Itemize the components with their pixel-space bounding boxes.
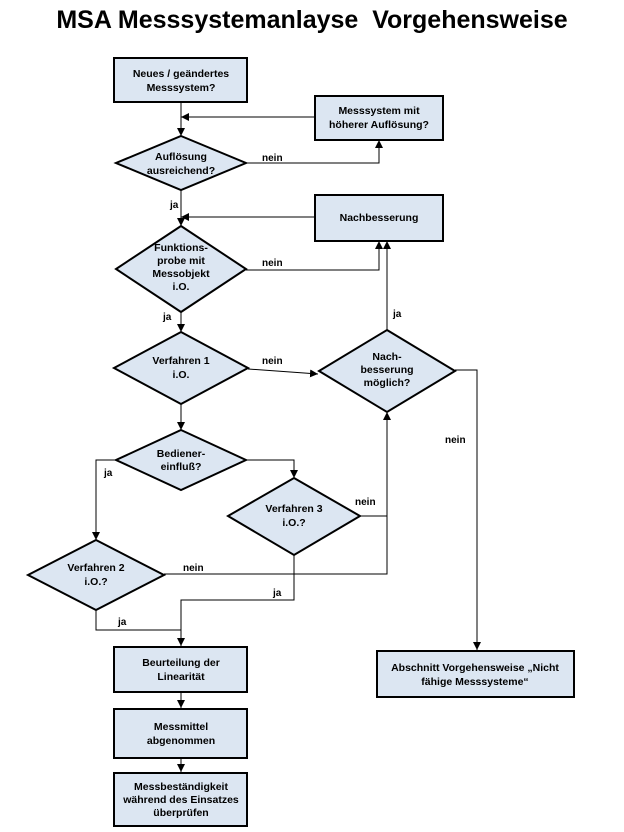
edge-bed-v3	[246, 459, 298, 478]
edge-label-v2-nein: nein	[183, 563, 204, 574]
edge-nach-nein	[455, 369, 481, 650]
edge-aufl-nein	[246, 140, 383, 164]
edge-label-v2-ja: ja	[117, 617, 127, 628]
node-verfahren-3: Verfahren 3 i.O.?	[226, 476, 362, 557]
edge-label-nach-nein: nein	[445, 435, 466, 446]
edge-label-aufl-nein: nein	[262, 153, 283, 164]
node-label: Messsystem mit	[338, 105, 420, 117]
edge-label-funk-ja: ja	[162, 312, 172, 323]
edge-label-v3-nein: nein	[355, 497, 376, 508]
edge-label-v1-nein: nein	[262, 356, 283, 367]
node-bedienereinfluss: Bediener- einfluß?	[113, 428, 249, 492]
node-aufloesung-ausreichend: Auflösung ausreichend?	[113, 134, 249, 192]
node-label: Neues / geändertes	[133, 68, 229, 80]
node-label: Verfahren 2	[67, 562, 124, 574]
node-beurteilung-linearitaet: Beurteilung der Linearität	[113, 646, 248, 693]
node-neues-messsystem: Neues / geändertes Messsystem?	[113, 57, 248, 103]
node-label: während des Einsatzes	[122, 794, 239, 806]
node-nachbesserung: Nachbesserung	[314, 194, 444, 242]
edge-label-nach-ja: ja	[392, 309, 402, 320]
edge-v2-nein	[164, 516, 388, 575]
node-label: Messbeständigkeit	[134, 781, 228, 793]
node-label: Bediener-	[157, 448, 206, 460]
node-label: Verfahren 3	[265, 503, 322, 515]
node-label: möglich?	[364, 377, 411, 389]
edge-label-aufl-ja: ja	[169, 200, 179, 211]
edge-v2-ja	[95, 610, 181, 631]
node-funktionsprobe: Funktions- probe mit Messobjekt i.O.	[114, 224, 248, 314]
edge-labels: nein ja nein ja nein ja nein ja nein nei…	[103, 153, 466, 628]
node-messmittel-abgenommen: Messmittel abgenommen	[113, 708, 248, 759]
node-label: überprüfen	[153, 807, 208, 819]
node-label: Messsystem?	[147, 82, 216, 94]
node-messsystem-hoeher: Messsystem mit höherer Auflösung?	[314, 95, 444, 141]
node-label: abgenommen	[147, 735, 215, 747]
node-label: Beurteilung der	[142, 657, 220, 669]
node-abschnitt-nicht-faehig: Abschnitt Vorgehensweise „Nicht fähige M…	[376, 650, 575, 698]
node-label: Nachbesserung	[340, 212, 419, 224]
node-label: Messmittel	[154, 721, 208, 733]
node-label: i.O.?	[282, 517, 305, 529]
edge-label-v3-ja: ja	[272, 588, 282, 599]
node-label: Abschnitt Vorgehensweise „Nicht	[391, 662, 559, 674]
node-label: ausreichend?	[147, 165, 215, 177]
node-label: Messobjekt	[152, 268, 210, 280]
node-label: i.O.?	[84, 576, 107, 588]
node-nachbesserung-moeglich: Nach- besserung möglich?	[317, 328, 457, 414]
node-label: Nach-	[372, 351, 402, 363]
node-label: i.O.	[173, 281, 190, 293]
edge-funk-nein	[246, 241, 383, 271]
node-label: Auflösung	[155, 151, 207, 163]
node-label: probe mit	[157, 255, 205, 267]
edge-label-funk-nein: nein	[262, 258, 283, 269]
node-label: höherer Auflösung?	[329, 119, 429, 131]
node-verfahren-2: Verfahren 2 i.O.?	[25, 538, 167, 612]
edge-bed-ja	[92, 459, 116, 540]
edge-v3-ja	[177, 555, 295, 646]
node-label: Funktions-	[154, 242, 208, 254]
node-label: einfluß?	[161, 461, 202, 473]
node-label: Linearität	[157, 671, 205, 683]
node-verfahren-1: Verfahren 1 i.O.	[111, 330, 251, 406]
diagram-title: MSA Messsystemanlayse Vorgehensweise	[56, 6, 568, 34]
edge-label-bed-ja: ja	[103, 468, 113, 479]
edge-v1-nein	[247, 368, 319, 378]
node-label: fähige Messsysteme“	[421, 676, 528, 688]
node-messbestaendigkeit: Messbeständigkeit während des Einsatzes …	[113, 772, 248, 827]
node-label: besserung	[360, 364, 413, 376]
edges	[92, 102, 481, 772]
node-label: Verfahren 1	[152, 355, 209, 367]
node-label: i.O.	[173, 369, 190, 381]
